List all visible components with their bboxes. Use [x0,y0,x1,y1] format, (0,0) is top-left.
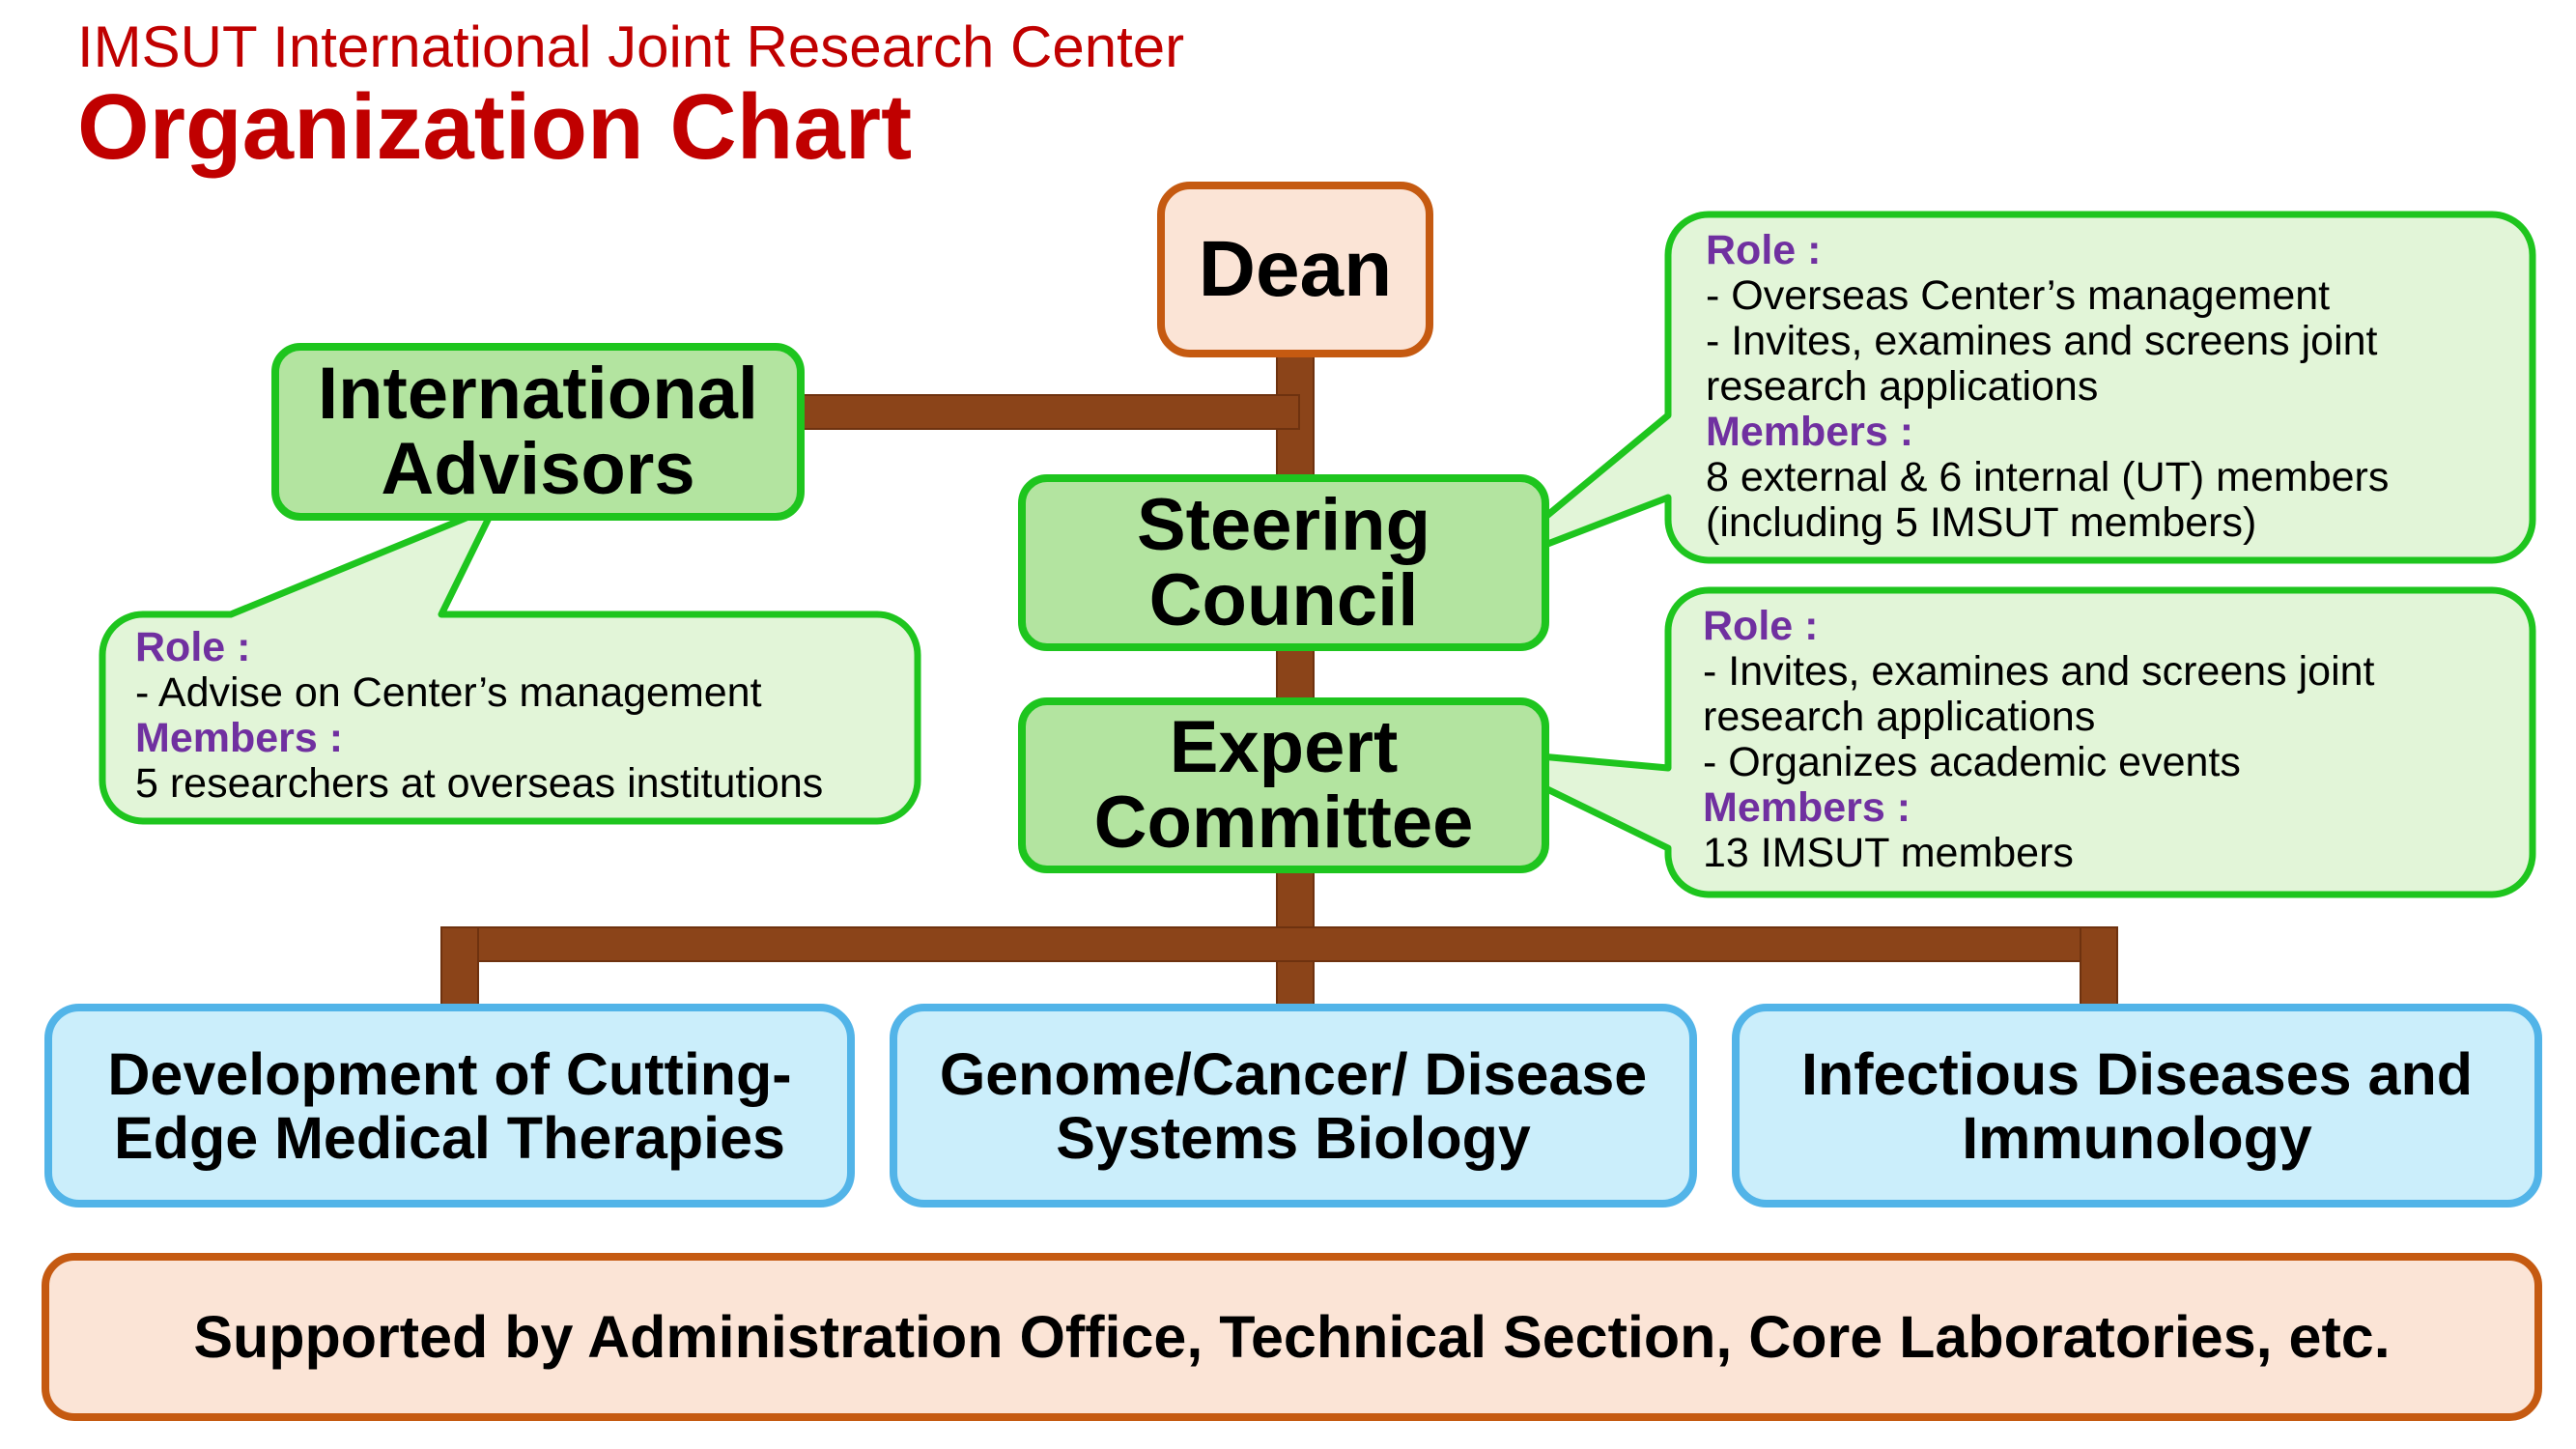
division-label-line: Systems Biology [1056,1104,1531,1171]
dean-label: Dean [1198,225,1393,313]
members-line: 13 IMSUT members [1703,830,2074,876]
expert-callout-bubble [1462,586,2536,898]
dean-box: Dean [1157,182,1433,357]
center-name: IMSUT International Joint Research Cente… [77,14,1185,79]
connector-stub-right [2080,926,2118,1010]
division-label-line: Genome/Cancer/ Disease [939,1040,1648,1107]
advisors-label-line: International [317,353,759,435]
members-heading: Members : [1706,409,1914,455]
expert-committee-box: Expert Committee [1018,697,1549,873]
international-advisors-box: International Advisors [271,343,805,521]
role-line: - Invites, examines and screens joint [1703,648,2375,695]
advisors-callout-bubble [99,502,921,825]
expert-label-line: Committee [1093,781,1474,864]
members-line: 5 researchers at overseas institutions [135,760,824,807]
role-line: - Organizes academic events [1703,739,2241,785]
members-line: 8 external & 6 internal (UT) members [1706,454,2390,500]
steering-callout-bubble [1479,211,2536,573]
connector-advisors-branch [796,394,1300,430]
role-heading: Role : [1703,603,1819,649]
role-heading: Role : [1706,227,1822,273]
steering-callout-text: Role : - Overseas Center’s management - … [1706,228,2389,546]
expert-callout-text: Role : - Invites, examines and screens j… [1703,604,2375,876]
steering-label-line: Council [1148,558,1419,641]
callout-shapes [99,211,2536,898]
steering-label-line: Steering [1136,483,1431,566]
division-box-immunology: Infectious Diseases and Immunology [1732,1004,2542,1208]
division-label-line: Immunology [1962,1104,2312,1171]
division-label-line: Infectious Diseases and [1801,1040,2473,1107]
support-banner: Supported by Administration Office, Tech… [42,1253,2542,1421]
role-line: - Overseas Center’s management [1706,272,2331,319]
support-label: Supported by Administration Office, Tech… [193,1304,2391,1370]
division-label-line: Edge Medical Therapies [114,1104,785,1171]
members-line: (including 5 IMSUT members) [1706,499,2257,546]
role-heading: Role : [135,624,251,670]
division-box-medical-therapies: Development of Cutting- Edge Medical The… [44,1004,855,1208]
role-line: research applications [1703,694,2096,740]
division-box-systems-biology: Genome/Cancer/ Disease Systems Biology [890,1004,1697,1208]
advisors-callout-text: Role : - Advise on Center’s management M… [135,625,823,807]
role-line: - Invites, examines and screens joint [1706,318,2378,364]
page-title: Organization Chart [77,75,913,179]
members-heading: Members : [135,715,344,761]
expert-label-line: Expert [1169,706,1399,788]
members-heading: Members : [1703,784,1911,831]
steering-council-box: Steering Council [1018,474,1549,651]
role-line: - Advise on Center’s management [135,669,762,716]
connector-stub-left [440,926,479,1010]
connectors [440,347,2118,1010]
advisors-label-line: Advisors [381,428,695,510]
role-line: research applications [1706,363,2099,410]
connector-divisions-bar [440,926,2118,962]
connector-dean-trunk [1276,347,1315,1010]
division-label-line: Development of Cutting- [107,1040,792,1107]
